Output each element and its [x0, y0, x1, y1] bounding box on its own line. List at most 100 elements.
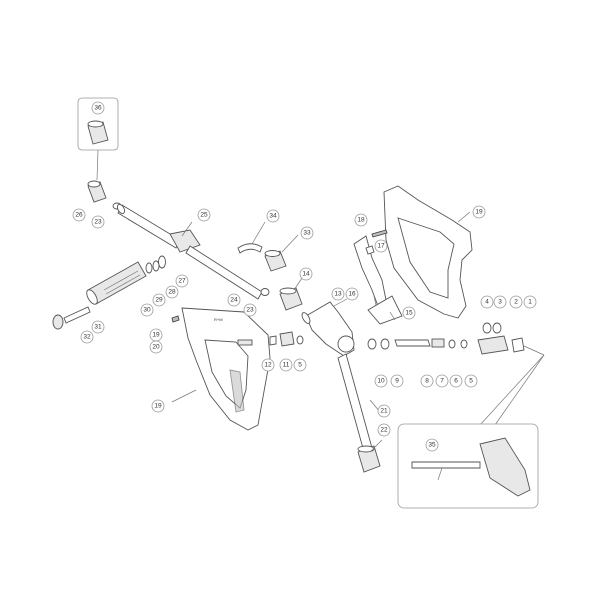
svg-text:21: 21 [380, 408, 388, 415]
callout-24: 24 [227, 293, 241, 307]
part-32-cap [52, 314, 64, 330]
part-35-detail-box [397, 423, 539, 509]
callout-8: 8 [420, 374, 434, 388]
part-21-tube [337, 353, 373, 453]
part-3-oring [492, 322, 502, 334]
svg-text:16: 16 [348, 291, 356, 298]
svg-text:24: 24 [230, 297, 238, 304]
part-36-detail-box [77, 97, 119, 181]
part-18-pin [371, 229, 388, 238]
callout-7: 7 [435, 374, 449, 388]
part-17-spring [365, 245, 375, 255]
callout-1: 1 [523, 295, 537, 309]
part-19-front-handle: R+M [171, 307, 271, 431]
callout-19-small: 19 [149, 328, 163, 342]
callout-20: 20 [149, 340, 163, 354]
svg-text:34: 34 [269, 213, 277, 220]
svg-text:26: 26 [75, 212, 83, 219]
svg-text:5: 5 [298, 362, 302, 369]
callout-23: 23 [91, 215, 105, 229]
part-4-oring [482, 322, 492, 334]
svg-text:2: 2 [514, 299, 518, 306]
callout-11: 11 [279, 358, 293, 372]
part-14-adapter [279, 287, 303, 311]
svg-text:33: 33 [303, 230, 311, 237]
callout-34: 34 [266, 209, 280, 223]
callout-35: 35 [425, 438, 439, 452]
callout-5-right: 5 [464, 374, 478, 388]
callout-29: 29 [152, 293, 166, 307]
callout-5-left: 5 [293, 358, 307, 372]
callout-23-lower: 23 [243, 303, 257, 317]
part-2-coupler [477, 335, 509, 355]
part-6-oring [448, 339, 456, 349]
callout-12: 12 [261, 358, 275, 372]
svg-text:31: 31 [94, 324, 102, 331]
part-19-rear-handle [383, 185, 473, 319]
callout-10: 10 [374, 374, 388, 388]
part-5-oring-right [460, 339, 468, 349]
callout-2: 2 [509, 295, 523, 309]
svg-text:29: 29 [155, 297, 163, 304]
svg-text:11: 11 [283, 362, 290, 369]
part-20-screw [171, 315, 180, 323]
part-13-valve-body [301, 301, 355, 357]
part-23-oring-lower [260, 288, 270, 296]
part-26-nut [87, 180, 107, 203]
callout-19-front: 19 [151, 399, 165, 413]
callout-18: 18 [354, 213, 368, 227]
svg-text:8: 8 [425, 378, 429, 385]
part-34-clip [237, 243, 263, 254]
svg-text:23: 23 [246, 307, 254, 314]
svg-text:1: 1 [528, 299, 532, 306]
part-15-lever [367, 295, 403, 325]
svg-text:27: 27 [178, 278, 186, 285]
svg-text:19: 19 [475, 209, 483, 216]
callout-6: 6 [449, 374, 463, 388]
callout-36: 36 [91, 101, 105, 115]
callout-30: 30 [140, 303, 154, 317]
part-30-grip [86, 261, 147, 305]
callout-14: 14 [299, 267, 313, 281]
svg-text:6: 6 [454, 378, 458, 385]
svg-text:36: 36 [94, 105, 102, 112]
svg-text:19: 19 [154, 403, 162, 410]
part-25-extension-tube [116, 203, 263, 300]
callout-4: 4 [480, 295, 494, 309]
svg-text:14: 14 [302, 271, 310, 278]
part-33-nut [264, 234, 299, 272]
callout-21: 21 [377, 404, 391, 418]
part-29-washer [145, 262, 153, 274]
callout-3: 3 [493, 295, 507, 309]
svg-text:32: 32 [83, 334, 91, 341]
callout-13: 13 [331, 287, 345, 301]
svg-text:4: 4 [485, 299, 489, 306]
svg-text:3: 3 [498, 299, 502, 306]
callout-26: 26 [72, 208, 86, 222]
part-10-oring [367, 338, 377, 350]
svg-text:9: 9 [395, 378, 399, 385]
svg-text:17: 17 [377, 243, 385, 250]
callout-32: 32 [80, 330, 94, 344]
part-1-nozzle [511, 337, 525, 353]
part-11-fitting [279, 331, 295, 347]
brand-mark: R+M [214, 317, 223, 322]
svg-text:13: 13 [334, 291, 342, 298]
callout-16: 16 [345, 287, 359, 301]
svg-text:18: 18 [357, 217, 365, 224]
callout-33: 33 [300, 226, 314, 240]
svg-text:12: 12 [264, 362, 272, 369]
part-8-stem [394, 339, 431, 347]
part-5-oring [296, 335, 304, 345]
callout-25: 25 [197, 208, 211, 222]
svg-text:22: 22 [380, 427, 388, 434]
part-31-bolt [63, 306, 91, 324]
svg-text:23: 23 [94, 219, 102, 226]
svg-text:19: 19 [152, 332, 160, 339]
svg-text:28: 28 [168, 289, 176, 296]
svg-text:30: 30 [143, 307, 151, 314]
svg-text:20: 20 [152, 344, 160, 351]
callout-31: 31 [91, 320, 105, 334]
callout-28: 28 [165, 285, 179, 299]
